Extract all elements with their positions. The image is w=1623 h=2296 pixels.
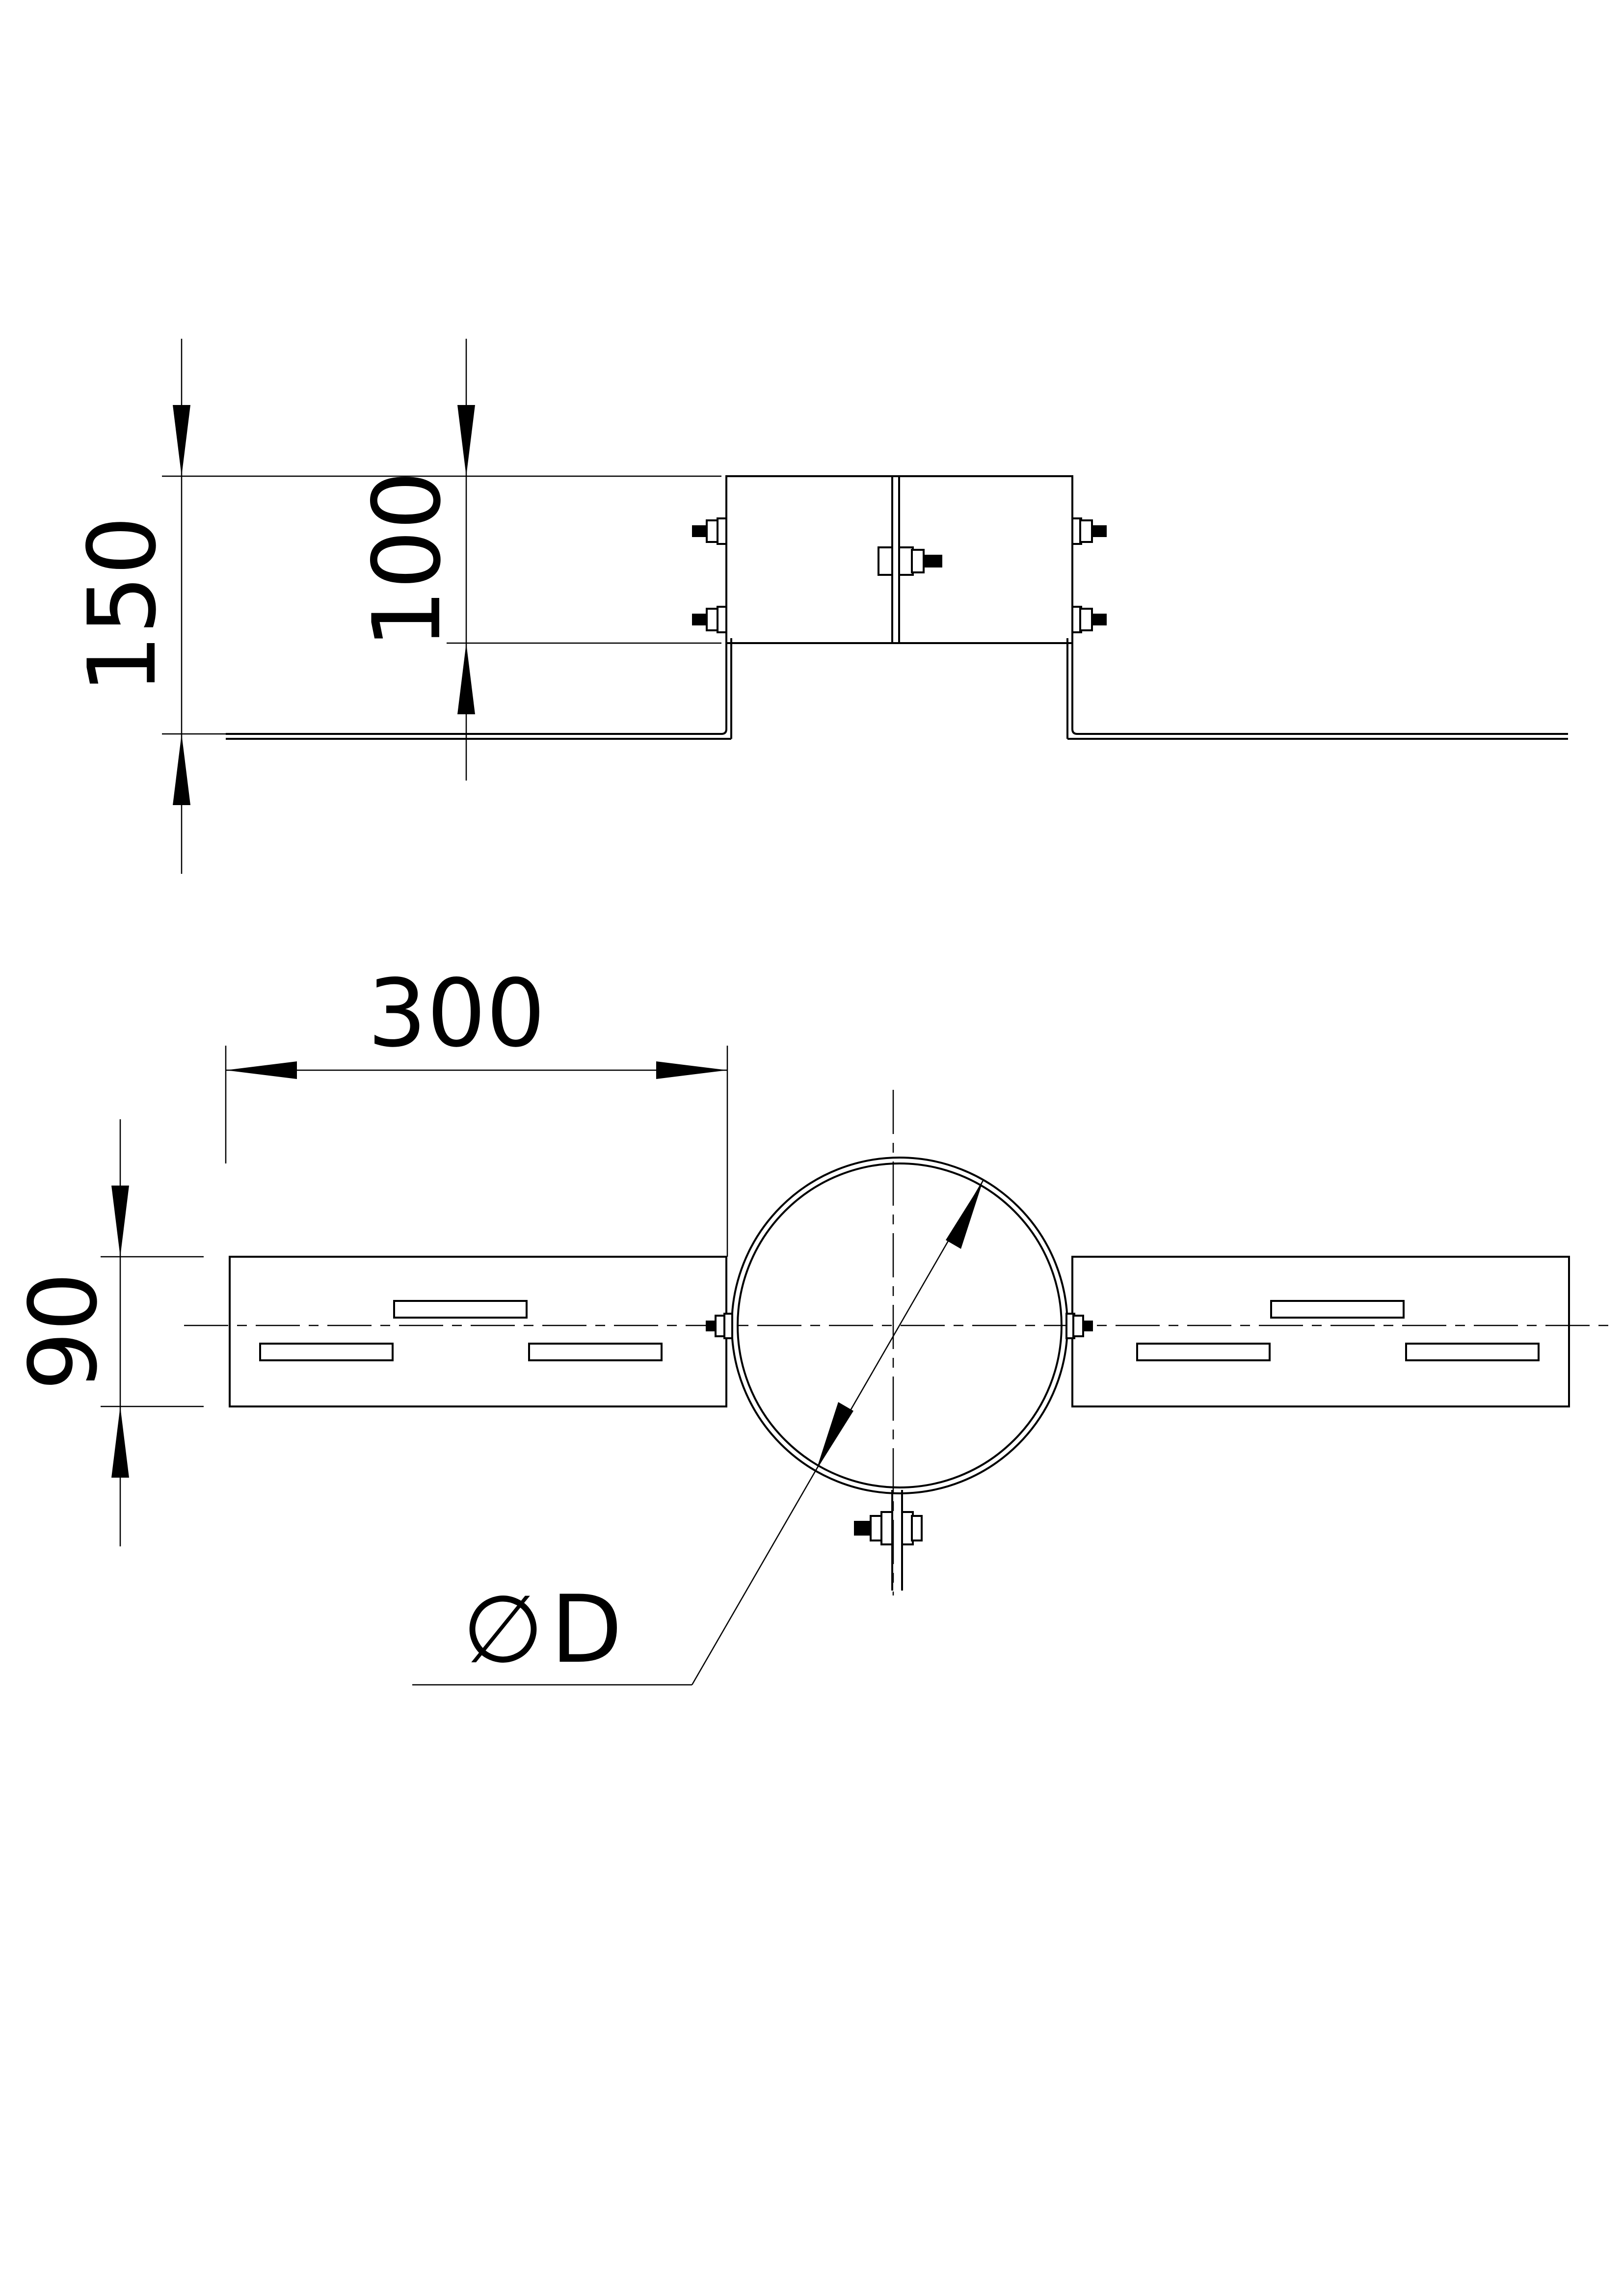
right-arm-slot-left [1136, 1343, 1271, 1361]
dimension-300-label: 300 [368, 959, 546, 1068]
diameter-symbol: ∅ [462, 1575, 544, 1684]
left-arm-slot-right [528, 1343, 663, 1361]
left-arm-slot-left [259, 1343, 394, 1361]
bolt-right-upper [1071, 517, 1107, 545]
dimension-150-label: 150 [68, 516, 177, 694]
dimension-diameter: ∅ D [412, 1180, 984, 1686]
ring-bottom-tab [854, 1490, 923, 1591]
dimension-100-label: 100 [353, 471, 461, 649]
plan-view: 300 90 ∅ D [9, 959, 1612, 1686]
diameter-label: D [551, 1575, 622, 1684]
dimension-150: 150 [68, 339, 721, 874]
dimension-100: 100 [353, 339, 721, 781]
right-arm-slot-top [1270, 1300, 1405, 1319]
bolt-center [878, 546, 942, 576]
dimension-90-label: 90 [9, 1272, 118, 1391]
bolt-left-lower [692, 606, 727, 633]
right-arm [1071, 1256, 1570, 1407]
right-arm-slot-right [1405, 1343, 1540, 1361]
dimension-90: 90 [9, 1119, 204, 1546]
bolt-right-lower [1071, 606, 1107, 633]
bolt-left-upper [692, 517, 727, 545]
ring-bolt-left [706, 1313, 733, 1339]
left-arm-slot-top [393, 1300, 528, 1319]
dimension-300: 300 [225, 959, 728, 1257]
left-arm [229, 1256, 727, 1407]
side-elevation-view: 150 100 [68, 339, 1568, 874]
base-plate-profile [226, 638, 1568, 735]
ring-bolt-right [1065, 1313, 1093, 1339]
